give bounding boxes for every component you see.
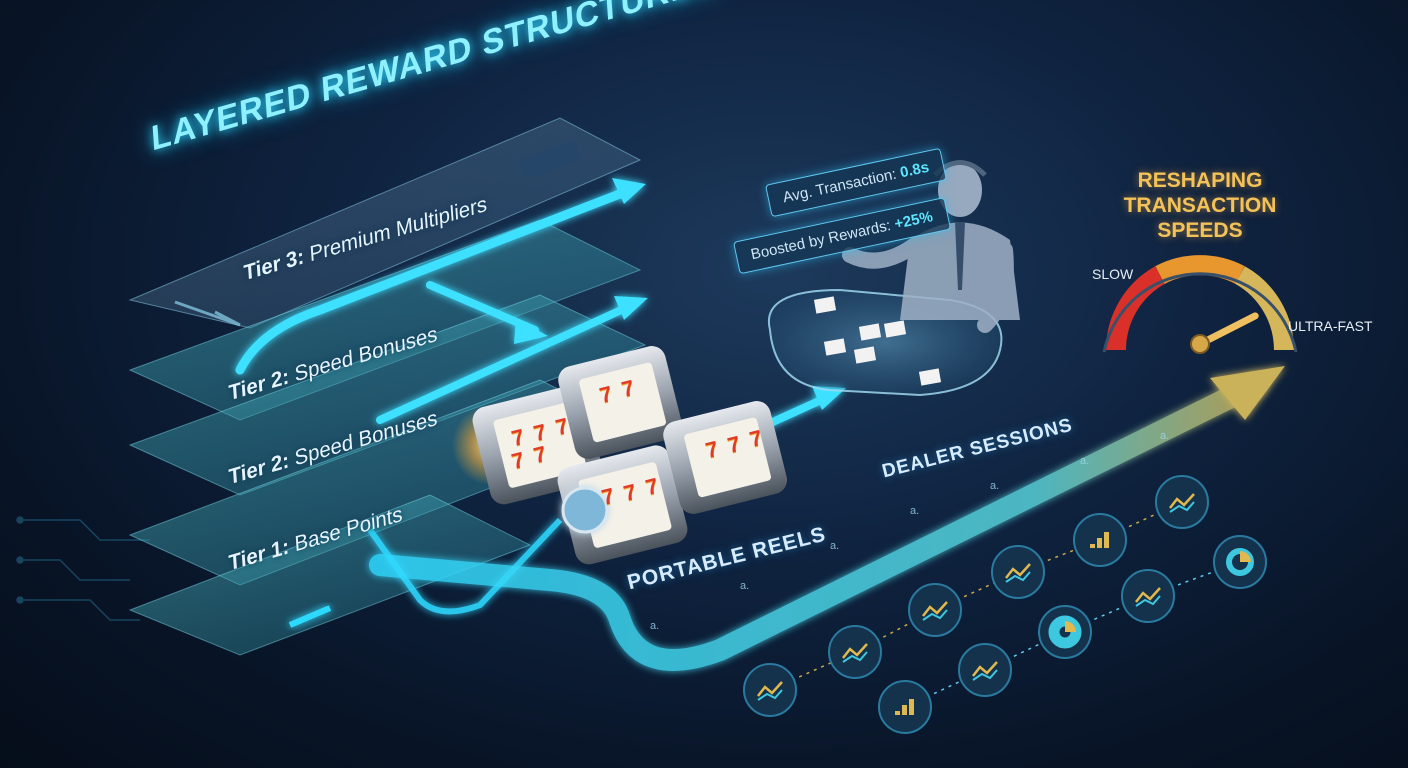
line-chart-icon xyxy=(757,681,783,701)
line-chart-icon xyxy=(842,643,868,663)
speed-headline-line-1: RESHAPING xyxy=(1137,169,1263,192)
playing-card xyxy=(813,296,837,314)
dealer-figure xyxy=(842,160,1020,333)
node-mark: a. xyxy=(990,480,1000,492)
node-mark: a. xyxy=(650,620,660,632)
speed-headline-line-2: TRANSACTION xyxy=(1123,194,1277,217)
data-node xyxy=(1121,569,1175,623)
gauge-fast-label: ULTRA-FAST xyxy=(1288,318,1373,334)
boost-value: +25% xyxy=(892,208,935,233)
reel-2 xyxy=(558,346,683,459)
bar-chart-icon xyxy=(1090,532,1109,548)
data-node xyxy=(1073,513,1127,567)
data-node xyxy=(1155,475,1209,529)
playing-card xyxy=(823,338,847,356)
speed-headline: RESHAPING TRANSACTION SPEEDS xyxy=(1110,168,1290,243)
playing-card xyxy=(858,323,882,341)
node-mark: a. xyxy=(910,505,920,517)
node-mark: a. xyxy=(1080,455,1090,467)
line-chart-icon xyxy=(922,601,948,621)
playing-card xyxy=(918,368,942,386)
data-node-network xyxy=(743,475,1267,734)
gauge-arc-orange xyxy=(1155,255,1245,285)
speed-headline-line-3: SPEEDS xyxy=(1157,219,1243,242)
tier-panel-top xyxy=(128,117,642,329)
line-chart-icon xyxy=(972,661,998,681)
data-node xyxy=(1213,535,1267,589)
panel-widget-dash xyxy=(518,140,582,180)
data-node xyxy=(828,625,882,679)
growth-path xyxy=(369,374,1266,671)
reel-4 xyxy=(663,401,788,514)
node-mark: a. xyxy=(1160,430,1170,442)
data-node xyxy=(908,583,962,637)
main-flow-path xyxy=(367,517,563,615)
playing-card xyxy=(883,320,907,338)
panel-widget-arrow xyxy=(174,300,241,327)
data-node xyxy=(878,680,932,734)
gauge-slow-label: SLOW xyxy=(1092,266,1134,282)
data-node xyxy=(1038,605,1092,659)
donut-chart-icon xyxy=(1226,548,1254,576)
playing-card xyxy=(853,346,877,364)
tier-panels xyxy=(128,117,647,656)
circuit-lines-decoration xyxy=(16,516,150,621)
bar-chart-icon xyxy=(895,699,914,715)
base-panel-glow-icon xyxy=(288,605,332,628)
pie-chart-icon xyxy=(1048,615,1082,649)
line-chart-icon xyxy=(1169,493,1195,513)
data-node xyxy=(991,545,1045,599)
node-mark: a. xyxy=(830,540,840,552)
gauge-hub xyxy=(1190,334,1210,354)
gauge-needle xyxy=(1196,312,1259,348)
growth-arrowhead xyxy=(1210,366,1285,420)
gauge-outer-rim xyxy=(1102,272,1298,353)
line-chart-icon xyxy=(1005,563,1031,583)
data-node xyxy=(958,643,1012,697)
trend-arrows-icon xyxy=(1135,587,1161,607)
reel-end-cap xyxy=(561,486,609,534)
tier-panel-base xyxy=(128,494,532,656)
speed-gauge xyxy=(1102,255,1298,354)
portable-reels-illustration xyxy=(452,346,788,565)
node-mark: a. xyxy=(740,580,750,592)
tier-panel-2b xyxy=(128,294,647,496)
data-node xyxy=(743,663,797,717)
avg-transaction-value: 0.8s xyxy=(898,158,931,182)
tier-panel-2a xyxy=(128,219,642,421)
